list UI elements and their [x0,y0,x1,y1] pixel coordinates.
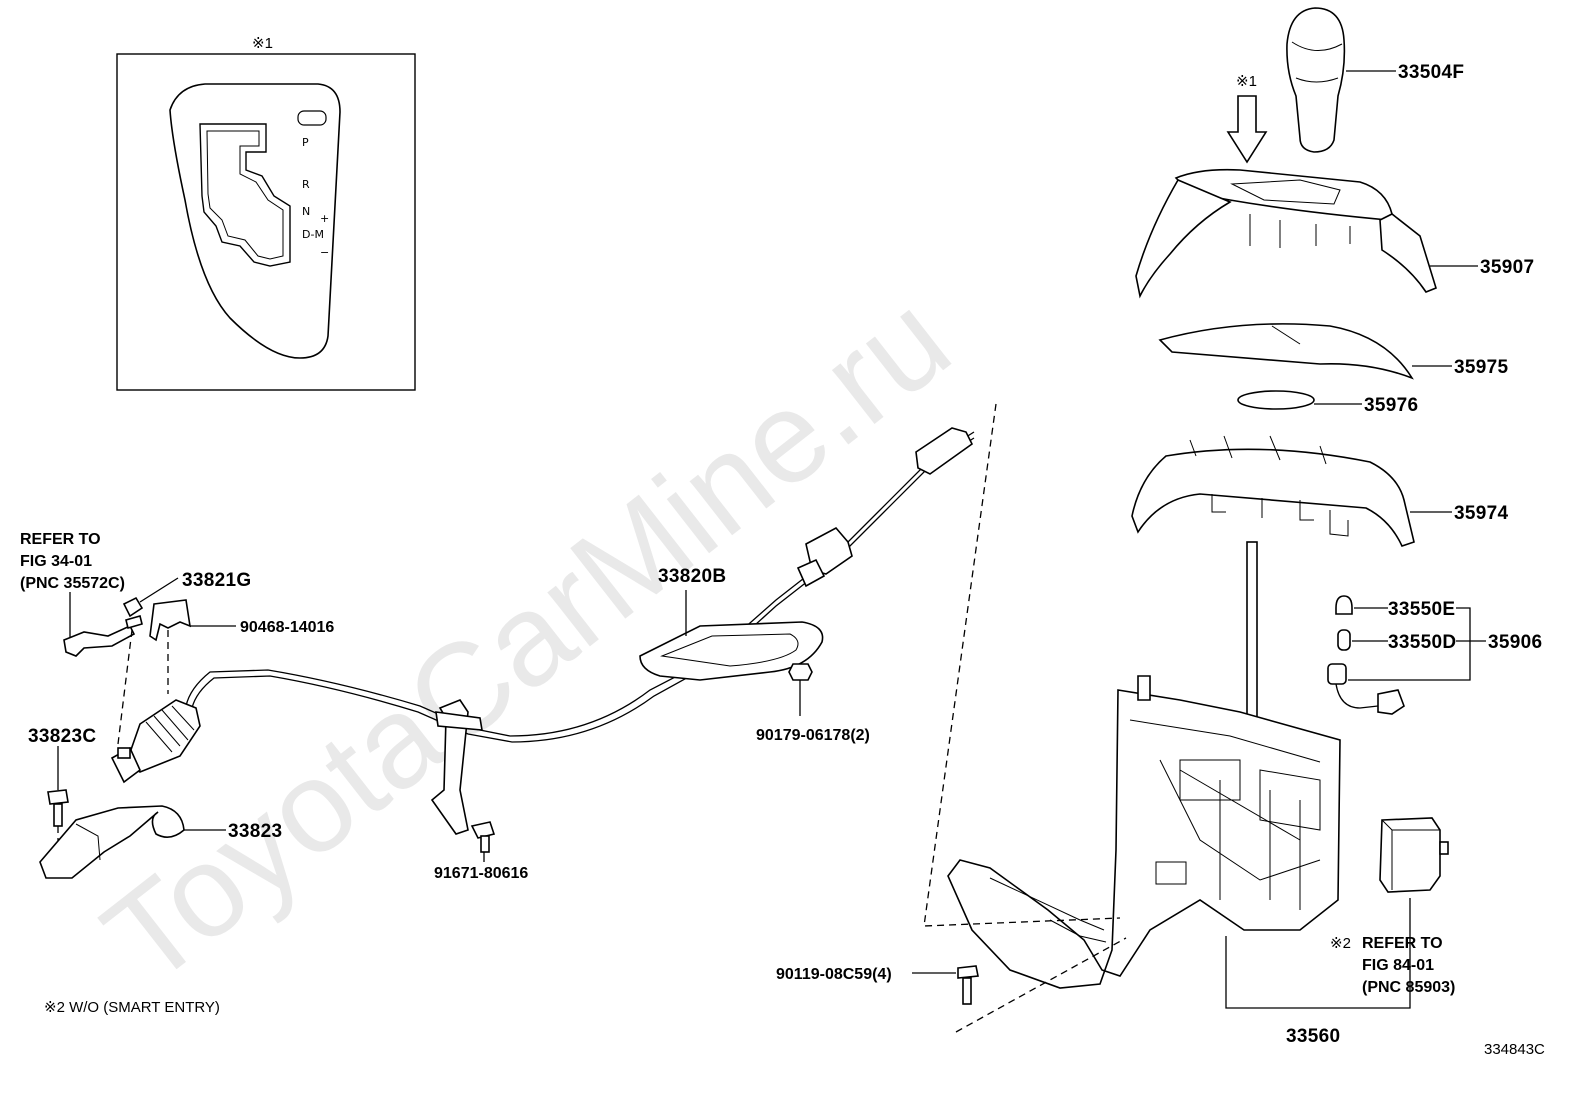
gate-plate [169,83,341,359]
bolt-91671: 91671-80616 [434,821,528,882]
refer-right-prefix: ※2 [1330,935,1351,952]
gate-label-n: N [302,205,310,218]
seal-disc: 35976 [1237,390,1418,416]
label-35906: 35906 [1488,632,1542,653]
bulb-socket-group: 33550E 33550D 35906 [1327,595,1542,715]
label-33823: 33823 [228,821,282,842]
label-33821G: 33821G [182,570,251,591]
refer-left-line1: REFER TO [20,531,101,548]
arrow-note: ※1 [1236,73,1257,90]
bolt-90119: 90119-08C59(4) [776,965,979,1005]
inset-title: ※1 [252,35,273,52]
label-90179: 90179-06178(2) [756,727,870,744]
shift-gate-inset: ※1 P R N D-M + − [116,35,416,391]
position-housing: 35974 [1131,435,1508,547]
ecu-module [1379,817,1449,893]
mount-dash-right [923,403,1121,927]
dust-cover: 35975 [1158,323,1508,380]
gate-label-dm: D-M [302,228,324,241]
label-35976: 35976 [1364,395,1418,416]
gate-label-p: P [302,136,309,149]
nut-90179: 90179-06178(2) [756,663,870,744]
refer-right-line2: FIG 84-01 [1362,957,1434,974]
shift-cable-33820B: 33820B [185,427,975,835]
refer-left-line2: FIG 34-01 [20,553,92,570]
view-arrow: ※1 [1226,73,1268,164]
label-33820B: 33820B [658,566,726,587]
refer-right-line1: REFER TO [1362,935,1443,952]
refer-left-note: REFER TO FIG 34-01 (PNC 35572C) [20,531,136,657]
label-33504F: 33504F [1398,62,1464,83]
label-90119: 90119-08C59(4) [776,966,892,983]
gate-label-minus: − [320,246,329,259]
label-35907: 35907 [1480,257,1534,278]
mount-dash-bottom [955,937,1127,1033]
label-35975: 35975 [1454,357,1508,378]
indicator-panel: 35907 [1135,168,1534,299]
gate-slot [199,123,291,267]
bracket-33823: 33823 [39,805,282,879]
label-90468: 90468-14016 [240,619,334,636]
label-35974: 35974 [1454,503,1508,524]
label-33550E: 33550E [1388,599,1455,620]
refer-left-line3: (PNC 35572C) [20,575,125,592]
retainer-33821G: 33821G [117,570,251,745]
shift-lever-assembly: 33560 [947,541,1411,1047]
label-91671: 91671-80616 [434,865,528,882]
p-button-icon [297,110,327,126]
footnote-smart-entry: ※2 W/O (SMART ENTRY) [44,999,220,1016]
clip-90468: 90468-14016 [149,599,334,694]
gate-label-r: R [302,178,310,191]
shift-knob: 33504F [1286,7,1464,153]
figure-number: 334843C [1484,1041,1545,1058]
gate-label-plus: + [320,212,329,225]
bolt-33823C: 33823C [28,726,96,874]
cable-bracket-plate [639,621,824,681]
cable-end-boot [110,699,201,784]
refer-right-line3: (PNC 85903) [1362,979,1455,996]
label-33823C: 33823C [28,726,96,747]
label-33560: 33560 [1286,1026,1340,1047]
label-33550D: 33550D [1388,632,1456,653]
